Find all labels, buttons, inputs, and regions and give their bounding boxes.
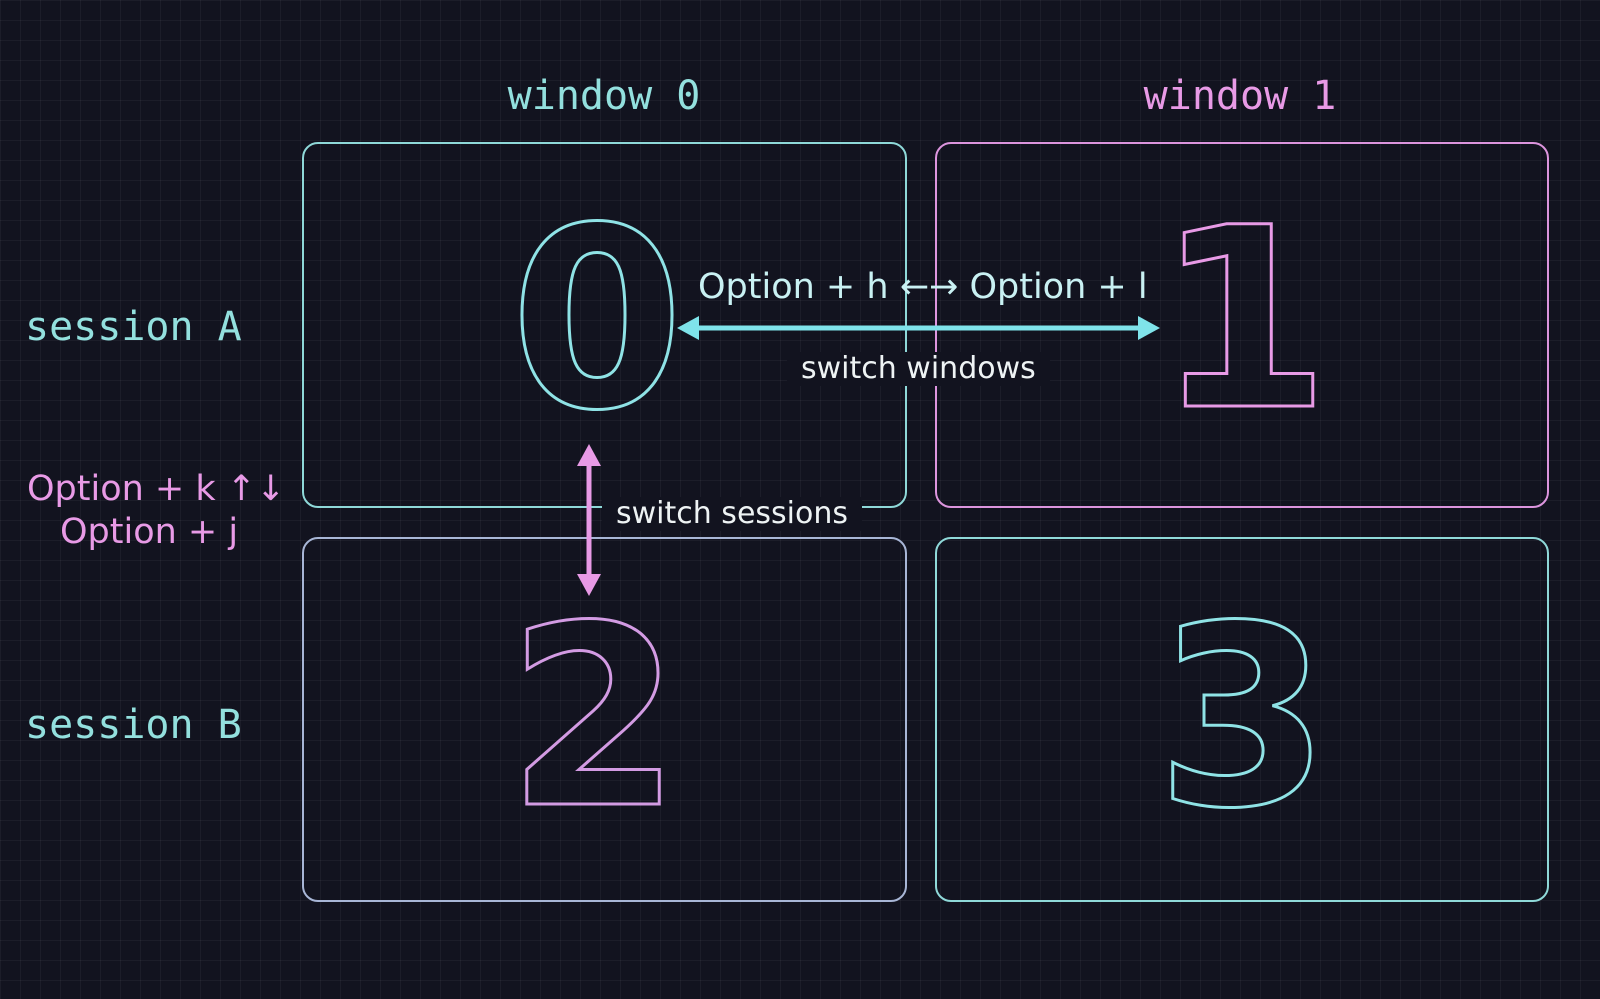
- switch-windows-caption: switch windows: [787, 352, 1050, 386]
- switch-sessions-caption: switch sessions: [602, 497, 862, 531]
- pane-window-0-session-b: [302, 537, 907, 902]
- switch-sessions-shortcut-line-2: Option + j: [60, 512, 239, 552]
- session-b-heading: session B: [25, 702, 242, 748]
- pane-digit-3: 3: [1155, 572, 1332, 863]
- switch-windows-arrow: [677, 316, 1160, 340]
- switch-windows-shortcut: Option + h ←→ Option + l: [698, 267, 1148, 307]
- pane-window-1-session-a: [935, 142, 1549, 508]
- pane-digit-1: 1: [1155, 174, 1332, 465]
- pane-digit-0: 0: [509, 174, 686, 465]
- pane-window-1-session-b: [935, 537, 1549, 902]
- switch-sessions-arrow: [577, 444, 601, 596]
- window-0-heading: window 0: [507, 73, 701, 119]
- pane-digit-2: 2: [506, 572, 683, 863]
- switch-sessions-shortcut-line-1: Option + k ↑↓: [27, 469, 286, 509]
- session-a-heading: session A: [25, 304, 242, 350]
- window-1-heading: window 1: [1143, 73, 1337, 119]
